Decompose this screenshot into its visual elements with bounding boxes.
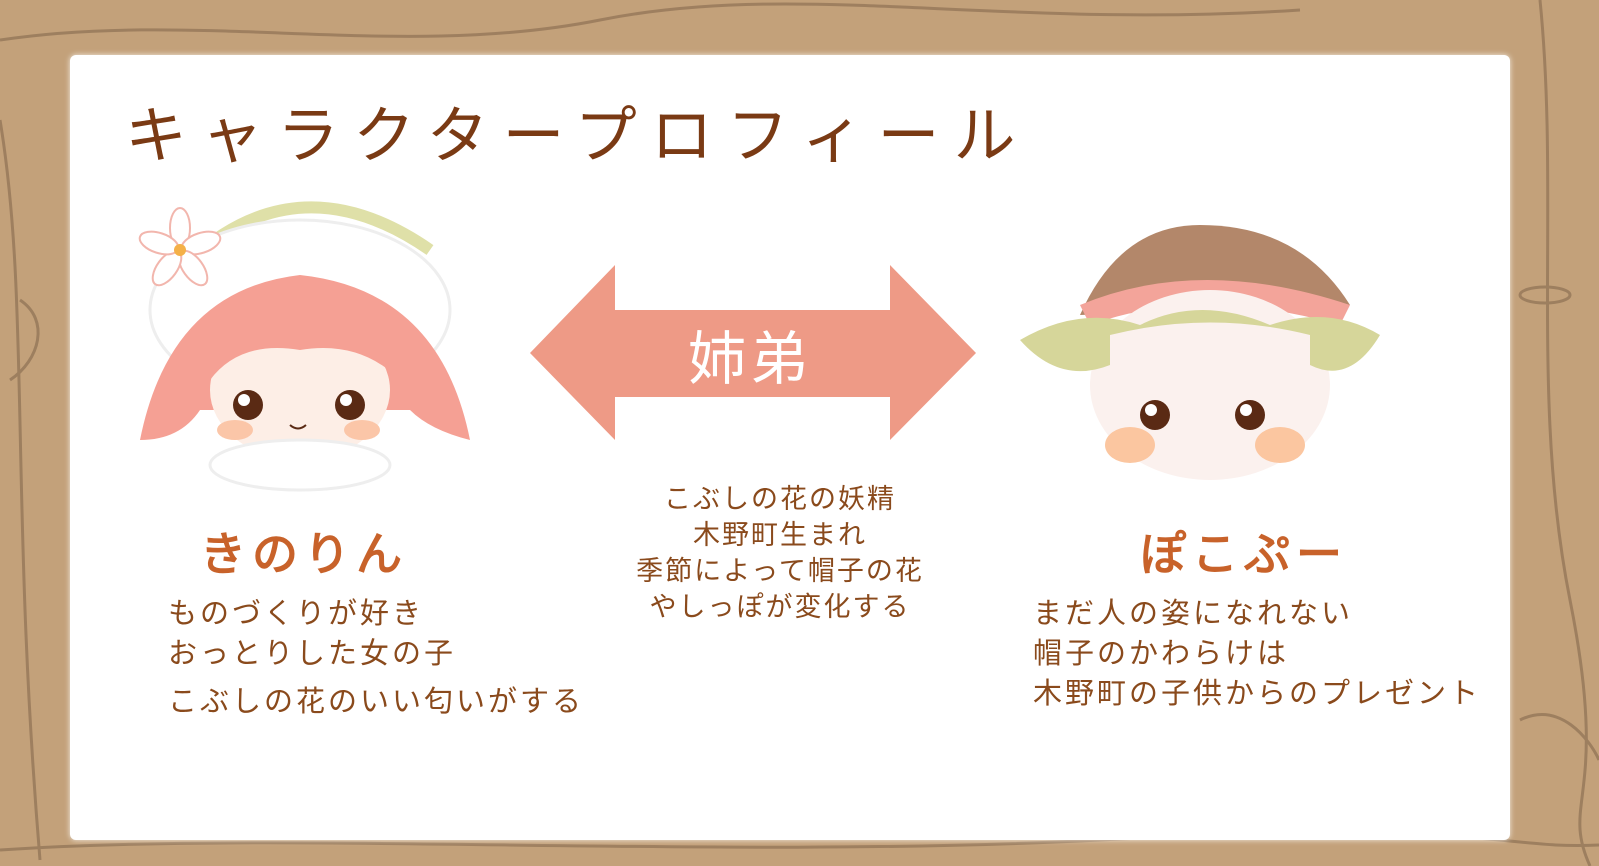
pokopu-description: まだ人の姿になれない帽子のかわらけは木野町の子供からのプレゼント (1033, 593, 1481, 713)
shared-description: こぶしの花の妖精 木野町生まれ 季節によって帽子の花 やしっぽが変化する (620, 482, 940, 626)
page-title: キャラクタープロフィール (125, 99, 1030, 172)
center-line: こぶしの花の妖精 (664, 484, 896, 515)
pokopu-illustration (1020, 225, 1380, 480)
desc-line: ものづくりが好き (168, 596, 425, 630)
kinorin-illustration (138, 201, 470, 492)
desc-line: 帽子のかわらけは (1033, 636, 1290, 670)
desc-line: おっとりした女の子 (168, 636, 457, 670)
relation-label: 姉弟 (687, 325, 812, 393)
center-line: やしっぽが変化する (649, 592, 911, 623)
character-name-pokopu: ぽこぷー (1140, 527, 1348, 581)
desc-line: 木野町の子供からのプレゼント (1033, 676, 1482, 710)
desc-line: まだ人の姿になれない (1033, 596, 1354, 630)
double-arrow (530, 265, 976, 440)
character-name-kinorin: きのりん (200, 527, 408, 581)
kinorin-description: ものづくりが好きおっとりした女の子こぶしの花のいい匂いがする (168, 593, 584, 721)
center-line: 季節によって帽子の花 (636, 556, 924, 587)
center-line: 木野町生まれ (693, 520, 867, 551)
desc-line: こぶしの花のいい匂いがする (168, 684, 585, 718)
